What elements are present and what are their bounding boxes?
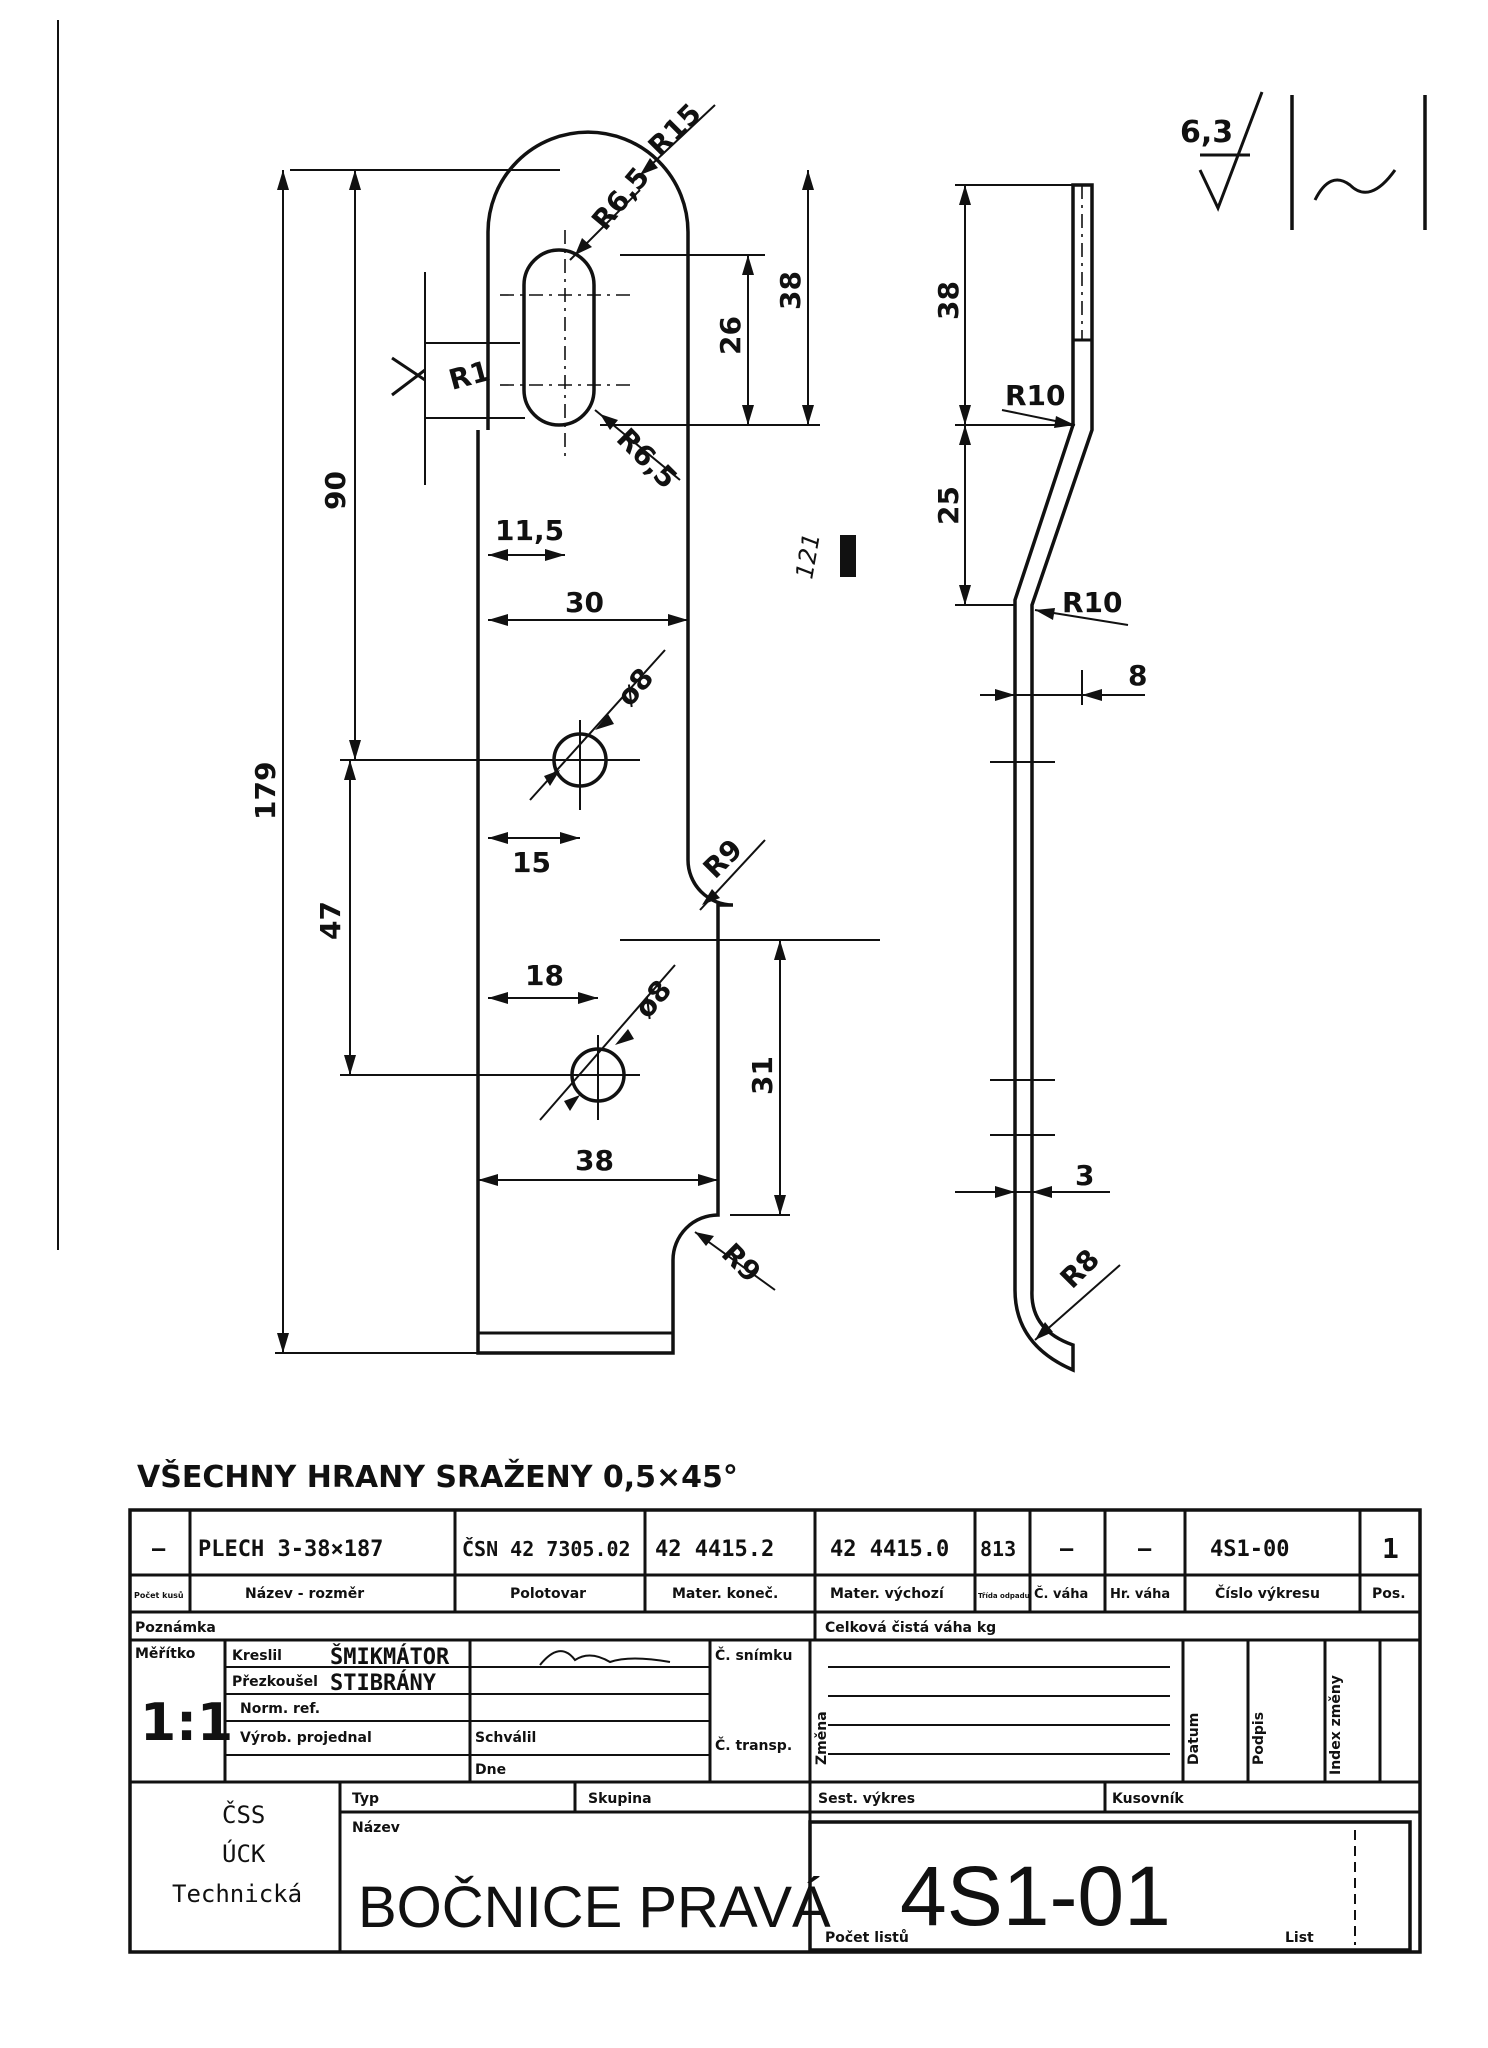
row1-mat-final: 42 4415.2 [655,1537,774,1562]
side-dim-38: 38 [932,281,965,320]
front-view: 179 90 47 38 26 31 R1 [249,97,880,1355]
change-label: Změna [814,1711,830,1765]
note-label: Poznámka [135,1620,216,1636]
row1-gross: – [1138,1537,1152,1562]
sheet-label: List [1285,1930,1314,1946]
hdr-drawing-no: Číslo výkresu [1215,1584,1320,1602]
hdr-net: Č. váha [1034,1586,1088,1602]
dim-26: 26 [714,316,747,355]
dim-r9-upper: R9 [697,833,749,885]
slot [522,248,596,427]
datum-label: Datum [1186,1713,1202,1765]
ink-blot [840,535,856,577]
total-weight-label: Celková čistá váha kg [825,1620,996,1636]
dim-18: 18 [525,959,564,992]
surface-roughness-symbol: 6,3 [1180,91,1427,230]
name-label: Název [352,1820,400,1836]
hdr-pos: Pos. [1372,1586,1406,1602]
transp-label: Č. transp. [715,1736,792,1754]
row1-mat-orig: 42 4415.0 [830,1537,949,1562]
row1-pos: 1 [1382,1532,1399,1565]
dim-15: 15 [512,846,551,879]
title-block: – PLECH 3-38×187 ČSN 42 7305.02 42 4415.… [128,1508,1422,1954]
approved-label: Schválil [475,1730,536,1746]
scale-value: 1:1 [140,1693,233,1753]
side-dim-25: 25 [932,486,965,525]
hdr-gross: Hr. váha [1110,1587,1170,1602]
production-label: Výrob. projednal [240,1730,372,1746]
part-outline [476,130,734,1355]
row1-qty: – [152,1537,166,1562]
checked-label: Přezkoušel [232,1674,318,1690]
dim-30: 30 [565,586,604,619]
type-label: Typ [352,1791,379,1807]
dim-r1: R1 [445,354,493,396]
row1-semi: ČSN 42 7305.02 [462,1537,631,1561]
handwritten-mark: 121 [790,531,826,581]
hdr-qty: Počet kusů [134,1590,184,1600]
side-view: 38 25 R10 R10 8 3 R8 [932,183,1147,1373]
side-profile [1013,183,1094,1373]
dim-r9-lower: R9 [715,1237,767,1289]
assembly-label: Sest. výkres [818,1791,915,1807]
row1-class: 813 [980,1537,1016,1561]
norm-ref-label: Norm. ref. [240,1701,320,1717]
hdr-mat-orig: Mater. výchozí [830,1586,945,1602]
scale-label: Měřítko [135,1646,196,1662]
org-line-2: ÚCK [222,1838,266,1868]
dim-38-top: 38 [774,271,807,310]
chamfer-note: VŠECHNY HRANY SRAŽENY 0,5×45° [137,1458,738,1495]
dim-31: 31 [746,1056,779,1095]
dim-phi8-lower: ø8 [628,974,678,1025]
drawing-number: 4S1-01 [900,1849,1171,1943]
dim-11-5: 11,5 [495,514,564,547]
hdr-class: Třída odpadu [978,1592,1030,1600]
change-index-label: Index změny [1328,1675,1344,1775]
row1-drawing-no: 4S1-00 [1210,1537,1289,1562]
dim-179: 179 [249,762,282,820]
dim-47: 47 [314,901,347,940]
signature [539,1650,671,1666]
row1-net: – [1060,1537,1074,1562]
dim-90: 90 [319,471,352,510]
roughness-value: 6,3 [1180,115,1233,150]
side-dim-3: 3 [1075,1159,1094,1192]
photo-no-label: Č. snímku [715,1646,792,1664]
part-name: BOČNICE PRAVÁ [358,1875,831,1940]
hdr-mat-final: Mater. koneč. [672,1586,778,1602]
drawn-label: Kreslil [232,1648,282,1664]
hdr-name-size: Název - rozměr [245,1586,364,1602]
org-line-1: ČSS [222,1799,265,1829]
side-dim-r10-bottom: R10 [1062,586,1123,619]
side-dim-8: 8 [1128,659,1147,692]
org-line-3: Technická [172,1880,302,1908]
date-label: Dne [475,1762,506,1778]
group-label: Skupina [588,1791,652,1807]
hdr-semi: Polotovar [510,1586,586,1602]
row1-name-size: PLECH 3-38×187 [198,1537,383,1562]
side-dim-r10-top: R10 [1005,379,1066,412]
side-dim-r8: R8 [1054,1243,1106,1295]
sign-label: Podpis [1251,1712,1267,1765]
drawn-by: ŠMIKMÁTOR [330,1644,450,1670]
dim-r6-5-bottom: R6,5 [610,422,684,496]
sheets-label: Počet listů [825,1929,909,1946]
checked-by: STIBRÁNY [330,1670,437,1696]
dim-38-lower: 38 [575,1144,614,1177]
dim-phi8-upper: ø8 [610,662,660,713]
bom-label: Kusovník [1112,1791,1184,1807]
